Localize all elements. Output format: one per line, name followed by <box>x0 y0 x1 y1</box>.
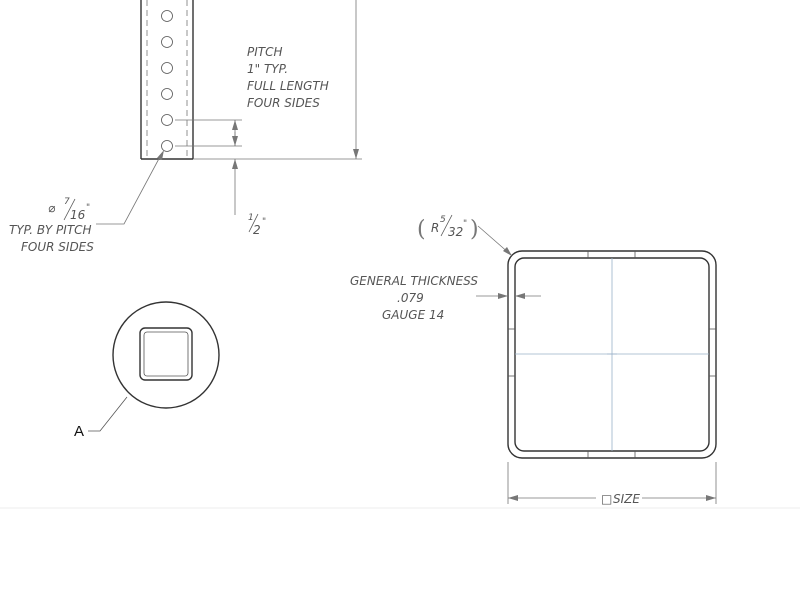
svg-text:FOUR SIDES: FOUR SIDES <box>247 96 320 110</box>
radius-callout: ( R 5 32 " ) <box>417 214 512 256</box>
svg-text:FOUR SIDES: FOUR SIDES <box>21 240 94 254</box>
size-symbol: □ <box>601 492 612 506</box>
detail-a: A <box>74 301 220 440</box>
hole-diameter-note: ⌀ 7 16 " TYP. BY PITCH FOUR SIDES <box>9 197 94 254</box>
cross-section <box>507 250 717 459</box>
svg-text:1" TYP.: 1" TYP. <box>247 62 288 76</box>
detail-square-inner <box>143 331 189 377</box>
svg-text:PITCH: PITCH <box>247 45 283 59</box>
thickness-callout: GENERAL THICKNESS .079 GAUGE 14 <box>350 274 541 322</box>
svg-text:): ) <box>470 217 479 242</box>
end-offset-dimension <box>232 132 238 215</box>
svg-text:": " <box>262 217 266 227</box>
detail-circle <box>112 301 220 409</box>
svg-text:⌀: ⌀ <box>48 201 56 215</box>
end-offset-text: 1 2 " <box>248 213 266 237</box>
svg-text:.079: .079 <box>397 291 424 305</box>
pitch-hole <box>161 10 173 22</box>
size-dimension: □ SIZE <box>507 462 717 506</box>
pitch-holes <box>161 10 173 152</box>
pitch-hole <box>161 88 173 100</box>
svg-text:": " <box>86 203 90 213</box>
svg-text:GAUGE 14: GAUGE 14 <box>382 308 444 322</box>
post-side-view <box>140 0 194 160</box>
pitch-hole <box>161 62 173 74</box>
pitch-hole <box>161 114 173 126</box>
svg-text:R: R <box>431 221 439 235</box>
svg-text:": " <box>463 219 467 229</box>
svg-text:2: 2 <box>253 223 261 237</box>
svg-text:5: 5 <box>440 215 446 225</box>
overall-length-dimension <box>353 0 359 159</box>
svg-text:7: 7 <box>64 197 70 207</box>
hole-diameter-leader <box>96 150 164 225</box>
pitch-hole <box>161 36 173 48</box>
svg-text:GENERAL THICKNESS: GENERAL THICKNESS <box>350 274 478 288</box>
pitch-note: PITCH 1" TYP. FULL LENGTH FOUR SIDES <box>247 45 329 110</box>
detail-square-outer <box>139 327 193 381</box>
detail-label: A <box>74 423 84 440</box>
svg-text:TYP. BY PITCH: TYP. BY PITCH <box>9 223 92 237</box>
section-outer <box>507 250 717 459</box>
svg-text:32: 32 <box>448 225 463 239</box>
size-label: SIZE <box>613 492 640 506</box>
tangent-ticks <box>508 251 716 458</box>
svg-text:(: ( <box>417 217 426 242</box>
svg-text:16: 16 <box>70 208 86 222</box>
svg-text:1: 1 <box>248 213 254 223</box>
svg-text:FULL LENGTH: FULL LENGTH <box>247 79 329 93</box>
detail-leader <box>88 396 128 432</box>
pitch-hole <box>161 140 173 152</box>
